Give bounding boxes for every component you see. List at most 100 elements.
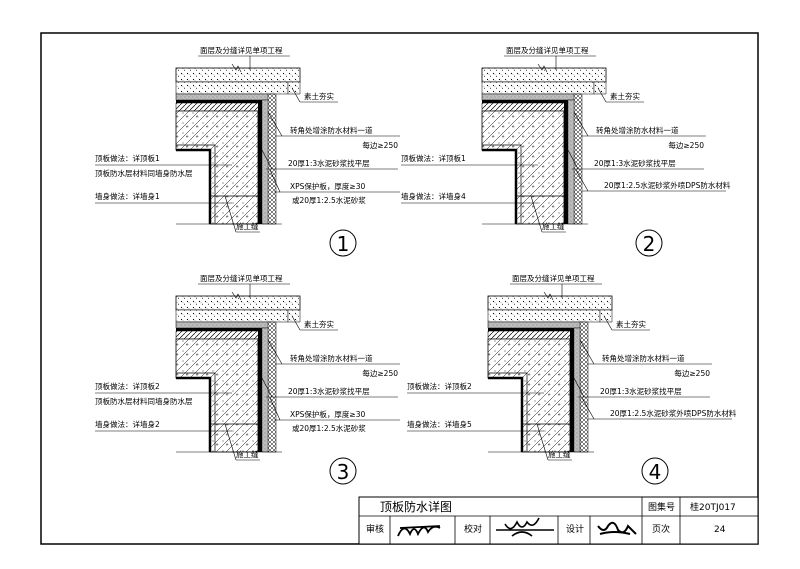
leader-line (575, 169, 589, 192)
detail-number-circle (329, 229, 357, 257)
detail-number-circle (329, 457, 357, 485)
review-label: 审核 (366, 523, 384, 535)
label-construction-joint: 施工缝 (542, 221, 565, 231)
slab-layer-top (176, 100, 266, 103)
label-protection-board: XPS保护板，厚度≥30 (290, 181, 365, 191)
soil-edge (287, 81, 301, 95)
label-corner-reinforce: 转角处增涂防水材料一道 (602, 353, 685, 363)
interior-line (176, 148, 212, 224)
detail-2-drawing (480, 62, 608, 226)
detail-number: 4 (649, 460, 662, 484)
label-protection-alt: 或20厚1:2.5水泥砂浆 (292, 423, 366, 433)
sheet-title: 顶板防水详图 (380, 499, 452, 514)
leader-line (536, 423, 549, 461)
atlas-label: 图集号 (648, 501, 675, 513)
break-line (231, 63, 242, 73)
interior-finish (176, 144, 216, 224)
label-wall-spec: 墙身做法：详墙身5 (407, 419, 472, 429)
wall-layer-black (258, 103, 262, 224)
leader-line (291, 315, 301, 331)
detail-3-drawing (174, 290, 302, 454)
detail-number: 1 (337, 232, 350, 256)
detail-number-circle (641, 457, 669, 485)
label-slab-spec: 顶板做法：详顶板2 (95, 381, 160, 391)
label-slab-waterproof: 顶板防水层材料同墙身防水层 (95, 396, 193, 406)
leader-line (267, 339, 283, 365)
label-corner-each-side: 每边≥250 (674, 368, 710, 378)
leader-line (291, 87, 301, 103)
label-protection-board: XPS保护板，厚度≥30 (290, 409, 365, 419)
label-surface: 面层及分缝详见单项工程 (200, 273, 283, 283)
label-dps-coating: 20厚1:2.5水泥砂浆外喷DPS防水材料 (610, 408, 737, 418)
label-corner-reinforce: 转角处增涂防水材料一道 (596, 125, 679, 135)
annotations: 面层及分缝详见单项工程素土夯实转角处增涂防水材料一道每边≥250顶板做法：详顶板… (95, 45, 737, 485)
atlas-number: 桂20TJ017 (690, 501, 736, 513)
label-corner-each-side: 每边≥250 (668, 140, 704, 150)
label-leveling-layer: 20厚1:3水泥砂浆找平层 (288, 158, 370, 168)
leader-line (267, 111, 283, 137)
label-construction-joint: 施工缝 (236, 449, 259, 459)
leader-line (261, 377, 273, 398)
leader-line (603, 315, 613, 331)
label-corner-each-side: 每边≥250 (362, 368, 398, 378)
detail-4-drawing (486, 290, 614, 454)
concrete-body (175, 110, 259, 225)
page-number: 24 (714, 525, 726, 535)
label-construction-joint: 施工缝 (548, 449, 571, 459)
label-protection-alt: 或20厚1:2.5水泥砂浆 (292, 195, 366, 205)
surface-layer (175, 67, 301, 83)
leader-line (261, 149, 273, 170)
label-corner-reinforce: 转角处增涂防水材料一道 (290, 125, 373, 135)
label-slab-spec: 顶板做法：详顶板1 (401, 153, 466, 163)
label-corner-each-side: 每边≥250 (362, 140, 398, 150)
detail-number-circle (635, 229, 663, 257)
check-label: 校对 (464, 523, 482, 535)
wall-layer-gray (261, 99, 269, 225)
detail-number: 3 (337, 460, 350, 484)
label-dps-coating: 20厚1:2.5水泥砂浆外喷DPS防水材料 (604, 180, 731, 190)
design-label: 设计 (566, 523, 584, 535)
signature-review (397, 525, 441, 537)
slab-layer-gray (175, 93, 273, 101)
leader-line (581, 397, 595, 420)
label-wall-spec: 墙身做法：详墙身2 (95, 419, 160, 429)
detail-template (175, 63, 301, 225)
leader-line (224, 195, 237, 233)
label-construction-joint: 施工缝 (236, 221, 259, 231)
label-leveling-layer: 20厚1:3水泥砂浆找平层 (594, 158, 676, 168)
label-leveling-layer: 20厚1:3水泥砂浆找平层 (288, 386, 370, 396)
label-slab-spec: 顶板做法：详顶板1 (95, 153, 160, 163)
soil-fill (175, 81, 289, 95)
leader-line (224, 423, 237, 461)
signature-design (597, 521, 637, 535)
leader-line (269, 397, 281, 421)
label-soil-fill: 素土夯实 (610, 91, 640, 101)
label-soil-fill: 素土夯实 (616, 319, 646, 329)
label-wall-spec: 墙身做法：详墙身4 (401, 191, 466, 201)
slab-layer-hatch (175, 102, 265, 112)
title-block: 顶板防水详图 图集号 桂20TJ017 审核 校对 设计 页次 24 (358, 496, 759, 545)
leader-line (573, 111, 589, 137)
label-soil-fill: 素土夯实 (304, 319, 334, 329)
label-surface: 面层及分缝详见单项工程 (200, 45, 283, 55)
leader-line (269, 169, 281, 193)
page-label: 页次 (652, 523, 670, 535)
label-surface: 面层及分缝详见单项工程 (512, 273, 595, 283)
label-surface: 面层及分缝详见单项工程 (506, 45, 589, 55)
label-soil-fill: 素土夯实 (304, 91, 334, 101)
label-wall-spec: 墙身做法：详墙身1 (95, 191, 160, 201)
label-slab-spec: 顶板做法：详顶板2 (407, 381, 472, 391)
detail-number: 2 (643, 232, 656, 256)
signature-check (496, 517, 554, 537)
leader-line (579, 339, 595, 365)
label-corner-reinforce: 转角处增涂防水材料一道 (290, 353, 373, 363)
label-leveling-layer: 20厚1:3水泥砂浆找平层 (600, 386, 682, 396)
leader-line (530, 195, 543, 233)
leader-line (597, 87, 607, 103)
leader-line (567, 149, 579, 170)
